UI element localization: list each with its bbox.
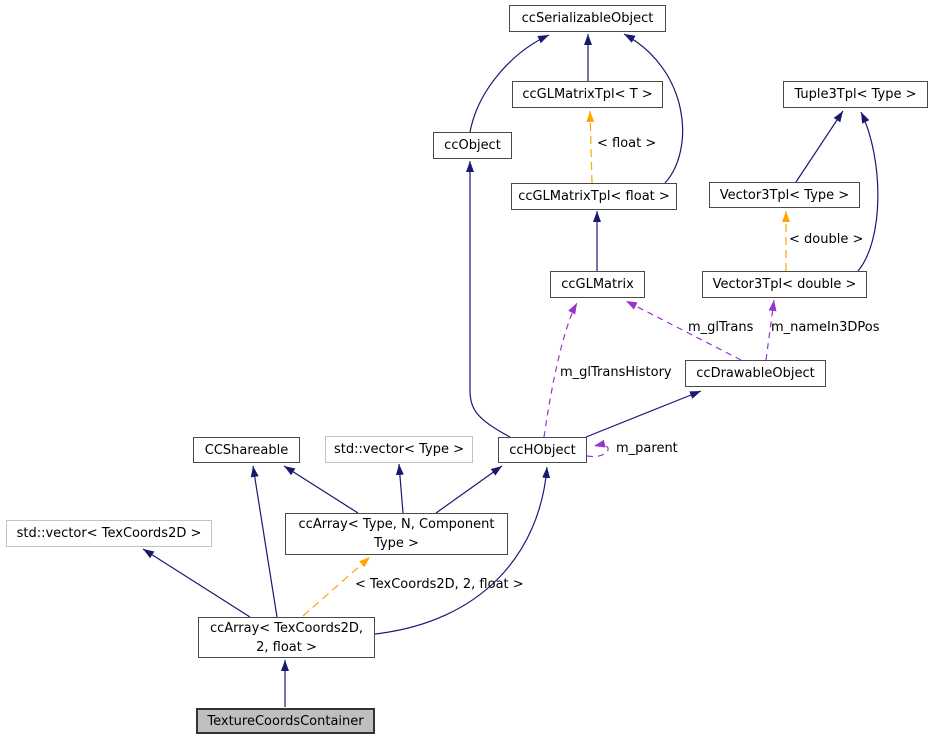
node-cchobject[interactable]: ccHObject [498, 437, 587, 463]
edge-ccarray-generic-to-std-vector-type [395, 463, 404, 514]
edge-ccglmatrixtpl-float-to-ccserializableobject [623, 33, 684, 184]
node-ccserializableobject[interactable]: ccSerializableObject [509, 5, 666, 32]
edge-label-m-parent: m_parent [616, 441, 678, 456]
node-std-vector-type: std::vector< Type > [325, 436, 473, 463]
node-ccdrawableobject[interactable]: ccDrawableObject [685, 360, 826, 387]
edge-label-template-double: < double > [789, 232, 864, 247]
edge-ccarray-texcoords-to-ccshareable [250, 465, 278, 618]
node-tuple3tpl-type[interactable]: Tuple3Tpl< Type > [783, 81, 928, 108]
edge-usage-m-parent [586, 439, 609, 458]
edge-vector3tpl-type-to-tuple3tpl-type [795, 110, 844, 183]
edge-tpl-texcoords [302, 556, 371, 617]
edge-ccobject-to-ccserializableobject [469, 34, 550, 133]
edge-label-m-namein3dpos: m_nameIn3DPos [771, 320, 880, 335]
edge-ccarray-generic-to-ccshareable [283, 465, 359, 514]
node-ccobject[interactable]: ccObject [433, 132, 512, 159]
edge-ccarray-texcoords-to-cchobject [374, 466, 551, 635]
node-vector3tpl-type[interactable]: Vector3Tpl< Type > [709, 182, 860, 208]
node-ccarray-type-n-componenttype[interactable]: ccArray< Type, N, Component Type > [285, 513, 508, 555]
edge-tpl-float [586, 110, 595, 184]
node-std-vector-texcoords2d: std::vector< TexCoords2D > [6, 520, 212, 547]
node-texturecoordscontainer: TextureCoordsContainer [196, 708, 375, 734]
node-ccglmatrix[interactable]: ccGLMatrix [550, 271, 645, 298]
node-ccarray-texcoords2d-2-float[interactable]: ccArray< TexCoords2D, 2, float > [198, 617, 375, 658]
edge-label-template-float: < float > [597, 136, 657, 151]
node-vector3tpl-double[interactable]: Vector3Tpl< double > [702, 271, 867, 298]
edge-usage-m-gltranshistory [543, 302, 578, 438]
node-ccglmatrixtpl-t[interactable]: ccGLMatrixTpl< T > [512, 81, 663, 108]
edge-cchobject-to-ccobject [466, 161, 511, 438]
node-ccshareable[interactable]: CCShareable [193, 437, 300, 463]
edge-ccarray-texcoords-to-std-vector-texcoords2d [142, 548, 251, 618]
edge-label-m-gltrans: m_glTrans [688, 320, 754, 335]
edge-label-m-gltranshistory: m_glTransHistory [560, 365, 672, 380]
edge-ccarray-generic-to-cchobject [435, 465, 503, 514]
edge-cchobject-to-ccdrawableobject [585, 390, 702, 438]
edge-vector3tpl-double-to-tuple3tpl-type [857, 111, 879, 272]
node-ccglmatrixtpl-float[interactable]: ccGLMatrixTpl< float > [511, 183, 677, 210]
edge-label-template-texcoords: < TexCoords2D, 2, float > [355, 577, 524, 592]
